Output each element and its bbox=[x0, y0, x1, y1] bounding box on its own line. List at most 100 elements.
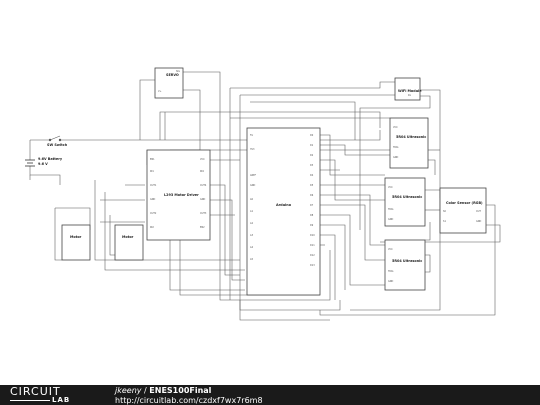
wire bbox=[320, 204, 385, 261]
wire bbox=[54, 208, 62, 261]
svg-text:D4: D4 bbox=[310, 174, 314, 177]
wire bbox=[29, 166, 61, 185]
ultrasonic-sensor-1: 5R04 Ultrasonic VCC TRIG GND bbox=[389, 117, 429, 169]
wire bbox=[210, 199, 245, 281]
motor-1-label: Motor bbox=[70, 235, 82, 239]
wire bbox=[239, 300, 330, 321]
power-switch: SW Switch bbox=[47, 135, 68, 147]
wire bbox=[380, 224, 501, 243]
wire bbox=[320, 144, 390, 156]
svg-text:OUT1: OUT1 bbox=[150, 184, 157, 187]
svg-text:D9: D9 bbox=[310, 224, 314, 227]
svg-text:V+: V+ bbox=[158, 90, 162, 93]
ultrasonic-sensor-3: 5R04 Ultrasonic VCC TRIG GND bbox=[384, 239, 426, 291]
svg-text:5V: 5V bbox=[250, 134, 253, 137]
logo-bottom: LAB bbox=[10, 396, 94, 404]
svg-text:OUT3: OUT3 bbox=[200, 212, 207, 215]
logo-line bbox=[10, 400, 50, 401]
byline: jkeeny / ENES100Final bbox=[115, 386, 211, 395]
color-sensor-label: Color Sensor (RGB) bbox=[446, 201, 483, 205]
author-link[interactable]: jkeeny bbox=[115, 386, 142, 395]
arduino-board: Arduino 5V 3V3 AREF GND A0 A1 A2 A3 A4 A… bbox=[246, 127, 321, 296]
motor-2-label: Motor bbox=[122, 235, 134, 239]
svg-text:D12: D12 bbox=[310, 254, 315, 257]
wire bbox=[94, 180, 240, 261]
battery-label: 9.6V Battery bbox=[38, 157, 63, 161]
svg-text:TRIG: TRIG bbox=[393, 146, 399, 149]
svg-text:A3: A3 bbox=[250, 234, 254, 237]
svg-text:D13: D13 bbox=[310, 264, 315, 267]
circuitlab-logo: CIRCUIT LAB bbox=[10, 386, 94, 404]
logo-bottom-text: LAB bbox=[52, 396, 71, 404]
svg-text:3V3: 3V3 bbox=[250, 148, 255, 151]
circuit-url[interactable]: http://circuitlab.com/czdxf7wx7r6m8 bbox=[115, 396, 263, 405]
svg-text:IN1: IN1 bbox=[150, 170, 154, 173]
wifi-module: WiFi Module Rx bbox=[394, 77, 422, 101]
svg-text:A0: A0 bbox=[250, 198, 254, 201]
wire bbox=[320, 194, 385, 246]
switch-label: SW Switch bbox=[47, 143, 68, 147]
svg-text:D0: D0 bbox=[310, 134, 314, 137]
svg-text:SIG: SIG bbox=[176, 70, 180, 73]
wire bbox=[159, 111, 381, 140]
svg-text:VCC: VCC bbox=[200, 158, 205, 161]
svg-text:EN1: EN1 bbox=[150, 158, 155, 161]
svg-text:GND: GND bbox=[388, 280, 393, 283]
wire bbox=[428, 159, 436, 175]
wire bbox=[109, 215, 115, 256]
ultrasonic-1-label: 5R04 Ultrasonic bbox=[396, 135, 426, 139]
svg-text:D3: D3 bbox=[310, 164, 314, 167]
wire bbox=[320, 224, 346, 290]
svg-text:OUT: OUT bbox=[476, 210, 481, 213]
wires bbox=[29, 71, 501, 321]
svg-text:D8: D8 bbox=[310, 214, 314, 217]
wire bbox=[170, 89, 201, 151]
svg-text:D1: D1 bbox=[310, 144, 314, 147]
ultrasonic-3-label: 5R04 Ultrasonic bbox=[392, 259, 422, 263]
wire bbox=[250, 101, 356, 140]
footer-bar: CIRCUIT LAB jkeeny / ENES100Final http:/… bbox=[0, 385, 540, 405]
wire bbox=[359, 95, 431, 230]
svg-text:D6: D6 bbox=[310, 194, 314, 197]
circuit-title[interactable]: ENES100Final bbox=[149, 386, 212, 395]
svg-text:D2: D2 bbox=[310, 154, 314, 157]
wire bbox=[139, 79, 155, 140]
wire bbox=[319, 204, 496, 316]
schematic-svg: SERVO SIG V+ WiFi Module Rx 5R04 Ultraso… bbox=[25, 67, 501, 321]
svg-text:VCC: VCC bbox=[393, 126, 398, 129]
motor-driver: L293 Motor Driver EN1 IN1 OUT1 GND OUT2 … bbox=[146, 149, 211, 241]
wire bbox=[55, 207, 91, 230]
svg-text:A5: A5 bbox=[250, 258, 254, 261]
svg-text:D11: D11 bbox=[310, 244, 315, 247]
svg-text:AREF: AREF bbox=[250, 174, 257, 177]
wire bbox=[425, 254, 431, 273]
wire bbox=[183, 71, 331, 301]
wire bbox=[320, 214, 385, 286]
servo-motor: SERVO SIG V+ bbox=[154, 67, 184, 99]
svg-text:OUT2: OUT2 bbox=[150, 212, 157, 215]
svg-text:GND: GND bbox=[150, 198, 155, 201]
svg-text:EN2: EN2 bbox=[200, 226, 205, 229]
svg-text:D7: D7 bbox=[310, 204, 314, 207]
battery-value: 9.6 V bbox=[38, 162, 48, 166]
svg-text:GND: GND bbox=[393, 156, 398, 159]
wire bbox=[239, 95, 341, 311]
svg-text:VCC: VCC bbox=[388, 248, 393, 251]
motor-1: Motor bbox=[61, 224, 91, 261]
svg-text:Rx: Rx bbox=[408, 94, 412, 97]
wire bbox=[425, 189, 441, 198]
motor-driver-label: L293 Motor Driver bbox=[164, 193, 199, 197]
wire bbox=[320, 159, 385, 201]
wire bbox=[425, 222, 431, 241]
svg-text:S0: S0 bbox=[443, 210, 446, 213]
svg-text:TRIG: TRIG bbox=[388, 208, 394, 211]
byline-separator: / bbox=[141, 386, 150, 395]
svg-text:A2: A2 bbox=[250, 222, 254, 225]
wifi-module-label: WiFi Module bbox=[398, 89, 422, 93]
svg-text:GND: GND bbox=[250, 184, 255, 187]
svg-text:D10: D10 bbox=[310, 234, 315, 237]
wire bbox=[230, 81, 395, 89]
wire bbox=[320, 134, 385, 176]
wire bbox=[169, 240, 245, 291]
motor-2: Motor bbox=[114, 224, 144, 261]
